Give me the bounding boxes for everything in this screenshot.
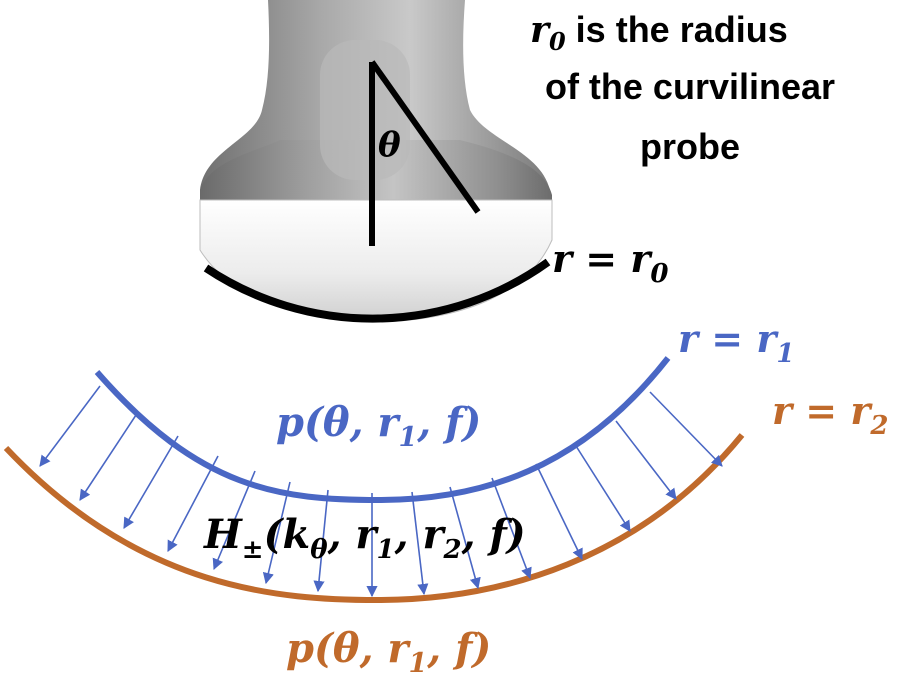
probe-caption: r0 is the radius of the curvilinear prob…: [530, 9, 835, 167]
propagation-arrow: [123, 435, 179, 529]
probe-grip-groove: [320, 40, 410, 180]
propagation-arrow: [79, 411, 139, 501]
propagation-arrow: [39, 385, 101, 467]
propagation-arrow: [411, 491, 429, 596]
propagation-arrow: [535, 463, 583, 561]
propagation-arrows: [39, 385, 723, 598]
label-r2: r = r2: [772, 388, 888, 441]
arc-r1: [94, 356, 671, 504]
angle-line: [369, 60, 481, 214]
transfer-function-label: H±(kθ, r1, r2, f): [203, 511, 526, 565]
propagation-arrow: [262, 481, 291, 585]
propagation-arrow: [575, 445, 631, 532]
probe-image: [199, 0, 553, 323]
propagation-arrow: [313, 489, 329, 593]
pressure-label-r2: p(θ, r1, f): [286, 625, 491, 675]
theta-label: θ: [378, 125, 401, 165]
probe-surface-arc: [203, 258, 551, 323]
probe-head: [199, 199, 553, 323]
caption-line-3: probe: [640, 126, 740, 167]
label-r0: r = r0: [552, 236, 668, 289]
propagation-arrow: [649, 391, 723, 467]
propagation-arrow: [449, 486, 481, 590]
propagation-arrow: [615, 420, 677, 500]
pressure-label-r1: p(θ, r1, f): [276, 399, 481, 453]
propagation-arrow: [167, 455, 219, 552]
caption-line-2: of the curvilinear: [545, 66, 835, 107]
label-r1: r = r1: [678, 316, 794, 369]
caption-line-1: r0 is the radius: [530, 9, 788, 56]
propagation-arrow: [491, 477, 532, 580]
propagation-arrow: [212, 470, 256, 571]
arc-r2: [3, 433, 745, 604]
